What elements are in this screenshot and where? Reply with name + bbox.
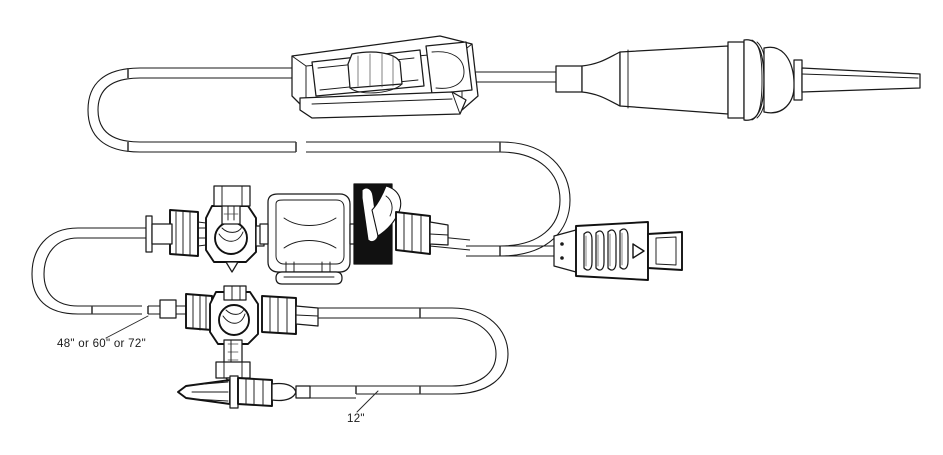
flow-arrow-icon bbox=[632, 243, 645, 259]
connector-grip-ribs bbox=[583, 228, 629, 271]
tubing-connector-feed bbox=[466, 245, 556, 257]
callout-short-tubing-length: 12" bbox=[347, 390, 379, 425]
callout-short-tubing-label: 12" bbox=[347, 413, 365, 425]
callout-long-tubing-label: 48" or 60" or 72" bbox=[57, 338, 146, 350]
tubing-lower-right-loop bbox=[355, 307, 509, 395]
tubing-primary-right-bend bbox=[306, 141, 571, 257]
stopcock-upper[interactable] bbox=[145, 185, 265, 273]
stopcock-lower[interactable] bbox=[159, 285, 360, 389]
roller-clamp[interactable] bbox=[291, 35, 479, 119]
slide-clamp[interactable] bbox=[259, 193, 361, 285]
drip-chamber-assembly[interactable] bbox=[555, 39, 921, 121]
blunt-cannula[interactable] bbox=[177, 375, 356, 409]
luer-lock-connector-right[interactable] bbox=[553, 221, 683, 281]
luer-collar-left bbox=[145, 209, 215, 257]
tubing-through-roller-clamp bbox=[196, 67, 560, 83]
callout-leader-line bbox=[105, 315, 149, 339]
callout-leader-line bbox=[356, 390, 379, 413]
pinch-clamp-black[interactable] bbox=[353, 183, 449, 265]
callout-long-tubing-length: 48" or 60" or 72" bbox=[57, 315, 149, 350]
tubing-primary-upper-loop bbox=[87, 67, 300, 153]
